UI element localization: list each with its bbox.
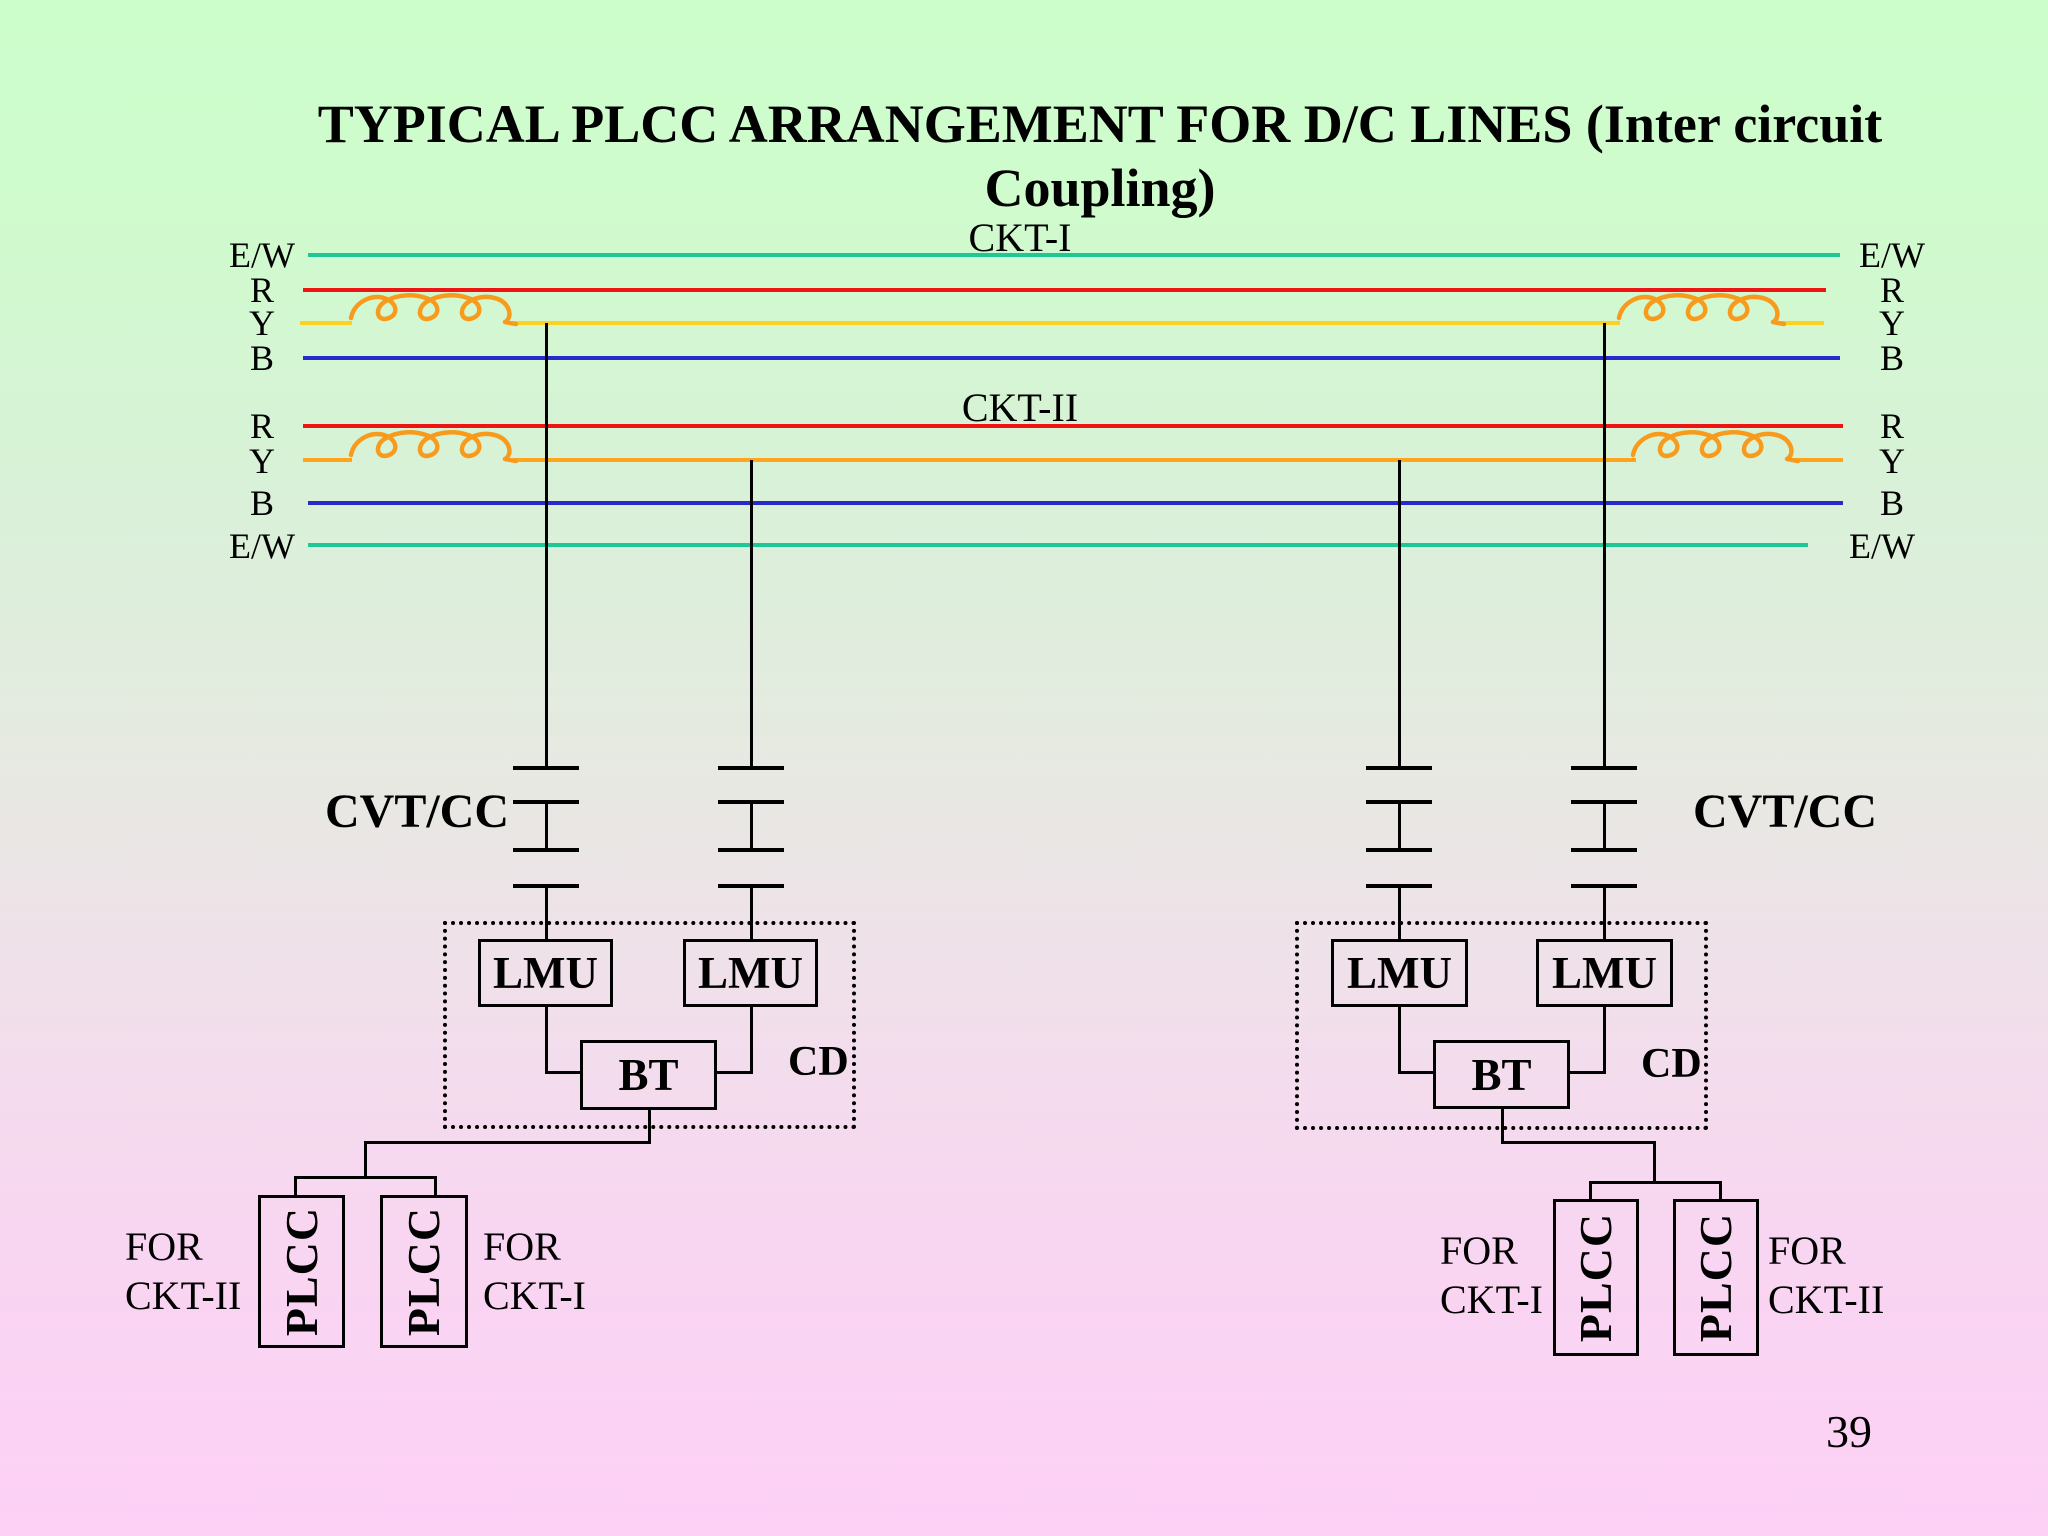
left-label-r-ckt1: R [249, 270, 274, 310]
left-label-b-ckt1: B [249, 338, 274, 378]
earth-wire-ckt2 [308, 543, 1808, 547]
dropper-right-ckt1 [1603, 323, 1606, 768]
phase-y-ckt1-seg1 [300, 321, 352, 325]
plcc-purpose-right-2: FOR CKT-II [1768, 1228, 1885, 1322]
phase-y-ckt2-seg3 [1794, 458, 1843, 462]
bt-box: BT [580, 1040, 717, 1110]
bt-box: BT [1433, 1040, 1570, 1109]
phase-b-ckt1 [303, 356, 1840, 360]
plcc-label: PLCC [1690, 1212, 1742, 1343]
right-label-y-ckt1: Y [1879, 303, 1905, 343]
phase-b-ckt2 [308, 501, 1843, 505]
left-label-ew-ckt2: E/W [229, 526, 295, 566]
bt-label: BT [618, 1050, 679, 1100]
line-trap-coil [1616, 293, 1787, 327]
page-number: 39 [1826, 1406, 1872, 1457]
phase-r-ckt2 [303, 424, 1843, 428]
right-label-r-ckt1: R [1879, 270, 1904, 310]
left-label-y-ckt1: Y [249, 303, 275, 343]
ckt1-label: CKT-I [968, 215, 1072, 260]
dropper-right-ckt2 [1398, 460, 1401, 768]
line-trap-coil [1630, 430, 1801, 464]
left-label-r-ckt2: R [249, 406, 274, 446]
lmu-label: LMU [698, 948, 803, 998]
cvt-cc-label-left: CVT/CC [325, 785, 510, 838]
right-label-ew-ckt2: E/W [1849, 526, 1915, 566]
right-label-y-ckt2: Y [1879, 441, 1905, 481]
plcc-box: PLCC [258, 1195, 345, 1348]
left-label-y-ckt2: Y [249, 441, 275, 481]
right-label-b-ckt1: B [1879, 338, 1904, 378]
phase-r-ckt1 [303, 288, 1826, 292]
phase-y-ckt1-seg3 [1782, 321, 1824, 325]
cd-label-left: CD [788, 1039, 849, 1085]
plcc-purpose-right-1: FOR CKT-I [1440, 1228, 1543, 1322]
lmu-label: LMU [493, 948, 598, 998]
ckt2-label: CKT-II [961, 385, 1079, 430]
plcc-purpose-left-2: FOR CKT-I [483, 1224, 586, 1318]
phase-y-ckt2-seg2 [514, 458, 1636, 462]
lmu-box: LMU [1536, 939, 1673, 1007]
lmu-box: LMU [478, 939, 613, 1007]
line-trap-coil [348, 293, 519, 327]
dropper-left-ckt2 [750, 460, 753, 768]
right-label-ew-ckt1: E/W [1859, 235, 1925, 275]
plcc-box: PLCC [1673, 1199, 1759, 1356]
plcc-purpose-left-1: FOR CKT-II [125, 1224, 242, 1318]
plcc-label: PLCC [1570, 1212, 1622, 1343]
plcc-box: PLCC [380, 1195, 468, 1348]
cd-label-right: CD [1641, 1041, 1702, 1087]
right-label-b-ckt2: B [1879, 483, 1904, 523]
plcc-label: PLCC [276, 1206, 328, 1337]
lmu-box: LMU [1331, 939, 1468, 1007]
phase-y-ckt2-seg1 [303, 458, 352, 462]
earth-wire-ckt1 [308, 253, 1840, 257]
left-label-ew-ckt1: E/W [229, 235, 295, 275]
right-label-r-ckt2: R [1879, 406, 1904, 446]
slide-title: TYPICAL PLCC ARRANGEMENT FOR D/C LINES (… [270, 92, 1930, 220]
plcc-label: PLCC [398, 1206, 450, 1337]
cvt-cc-label-right: CVT/CC [1693, 785, 1878, 838]
left-label-b-ckt2: B [249, 483, 274, 523]
bt-label: BT [1471, 1049, 1532, 1100]
dropper-left-ckt1 [545, 323, 548, 768]
plcc-box: PLCC [1553, 1199, 1639, 1356]
phase-y-ckt1-seg2 [514, 321, 1620, 325]
lmu-label: LMU [1347, 948, 1452, 998]
slide-title-line2: Coupling) [984, 158, 1216, 218]
lmu-label: LMU [1552, 948, 1657, 998]
line-trap-coil [348, 430, 519, 464]
lmu-box: LMU [683, 939, 818, 1007]
slide-title-line1: TYPICAL PLCC ARRANGEMENT FOR D/C LINES (… [317, 94, 1883, 154]
